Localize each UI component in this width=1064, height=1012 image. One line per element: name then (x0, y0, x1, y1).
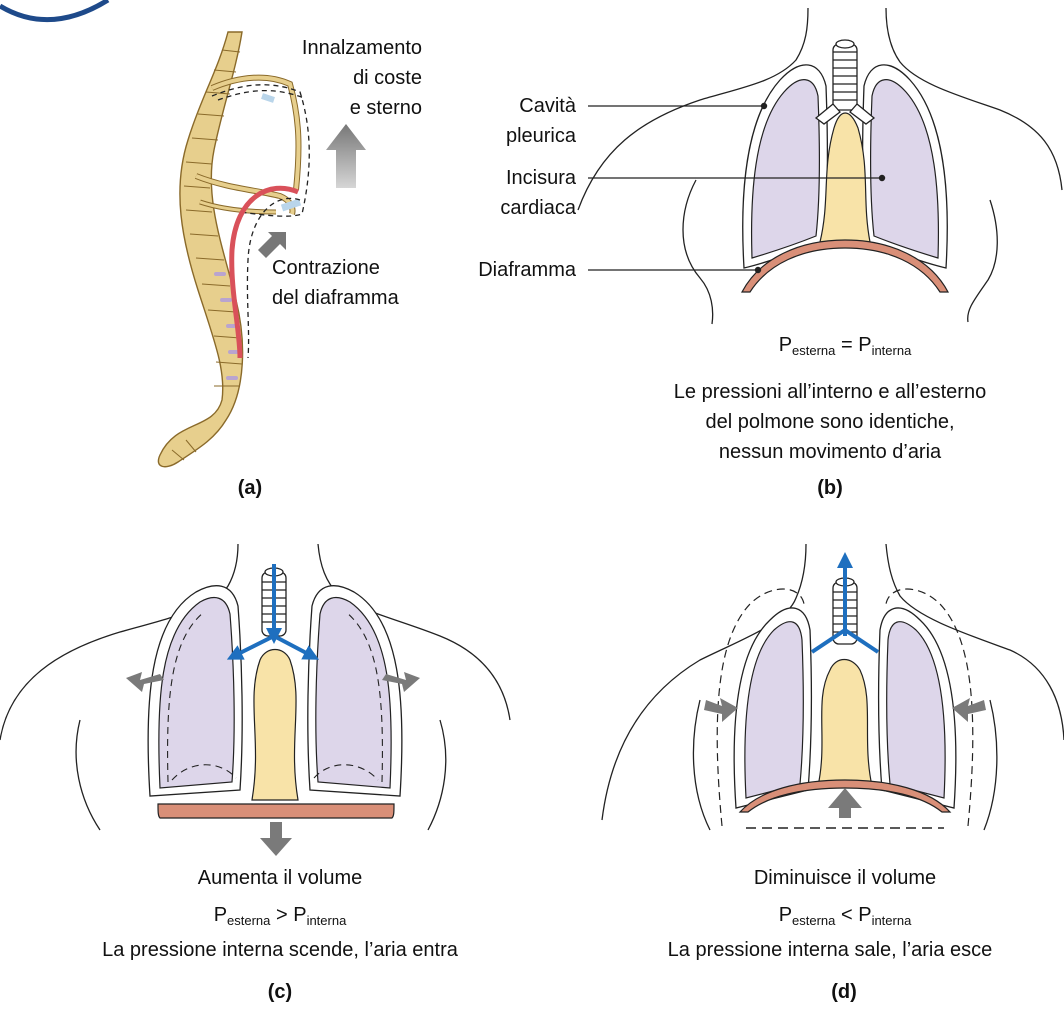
panel-d-volume-text: Diminuisce il volume (660, 866, 1030, 890)
cardiac-notch-label-line2: cardiaca (440, 196, 576, 220)
panel-c-pressure-equation: Pesterna > Pinterna (120, 904, 440, 928)
panel-b-pressure-equation: Pesterna = Pinterna (700, 334, 990, 358)
panel-d-pressure-equation: Pesterna < Pinterna (680, 904, 1010, 928)
diaphragm-contraction-label-line2: del diaframma (272, 286, 399, 310)
diaphragm-label: Diaframma (440, 258, 576, 282)
cardiac-notch-label-line1: Incisura (440, 166, 576, 190)
panel-c-volume-text: Aumenta il volume (100, 866, 460, 890)
panel-c-mediastinum (252, 650, 298, 801)
panel-c-diaphragm (158, 804, 394, 818)
panel-b-caption-line2: del polmone sono identiche, (600, 410, 1060, 434)
panel-d-caption: La pressione interna sale, l’aria esce (600, 938, 1060, 962)
panel-b-caption-line3: nessun movimento d’aria (600, 440, 1060, 464)
panel-b-label: (b) (800, 476, 860, 500)
rib-raise-label-line2: di coste (236, 66, 422, 90)
rib-raise-arrow (326, 124, 366, 188)
diaphragm-contraction-label-line1: Contrazione (272, 256, 380, 280)
panel-a-label: (a) (220, 476, 280, 500)
panel-c-airflow-arrows (234, 564, 312, 656)
rib-raise-label-line3: e sterno (236, 96, 422, 120)
diaphragm-pull-arrow (258, 232, 286, 258)
pleural-cavity-label-line2: pleurica (440, 124, 576, 148)
panel-d-label: (d) (814, 980, 874, 1004)
pleural-cavity-label-line1: Cavità (440, 94, 576, 118)
logo-fragment (0, 0, 108, 20)
panel-c-label: (c) (250, 980, 310, 1004)
panel-d-mediastinum (818, 660, 872, 787)
panel-b-lungs (742, 40, 948, 292)
rib-raise-label-line1: Innalzamento (236, 36, 422, 60)
panel-b-caption-line1: Le pressioni all’interno e all’esterno (600, 380, 1060, 404)
panel-c-caption: La pressione interna scende, l’aria entr… (20, 938, 540, 962)
